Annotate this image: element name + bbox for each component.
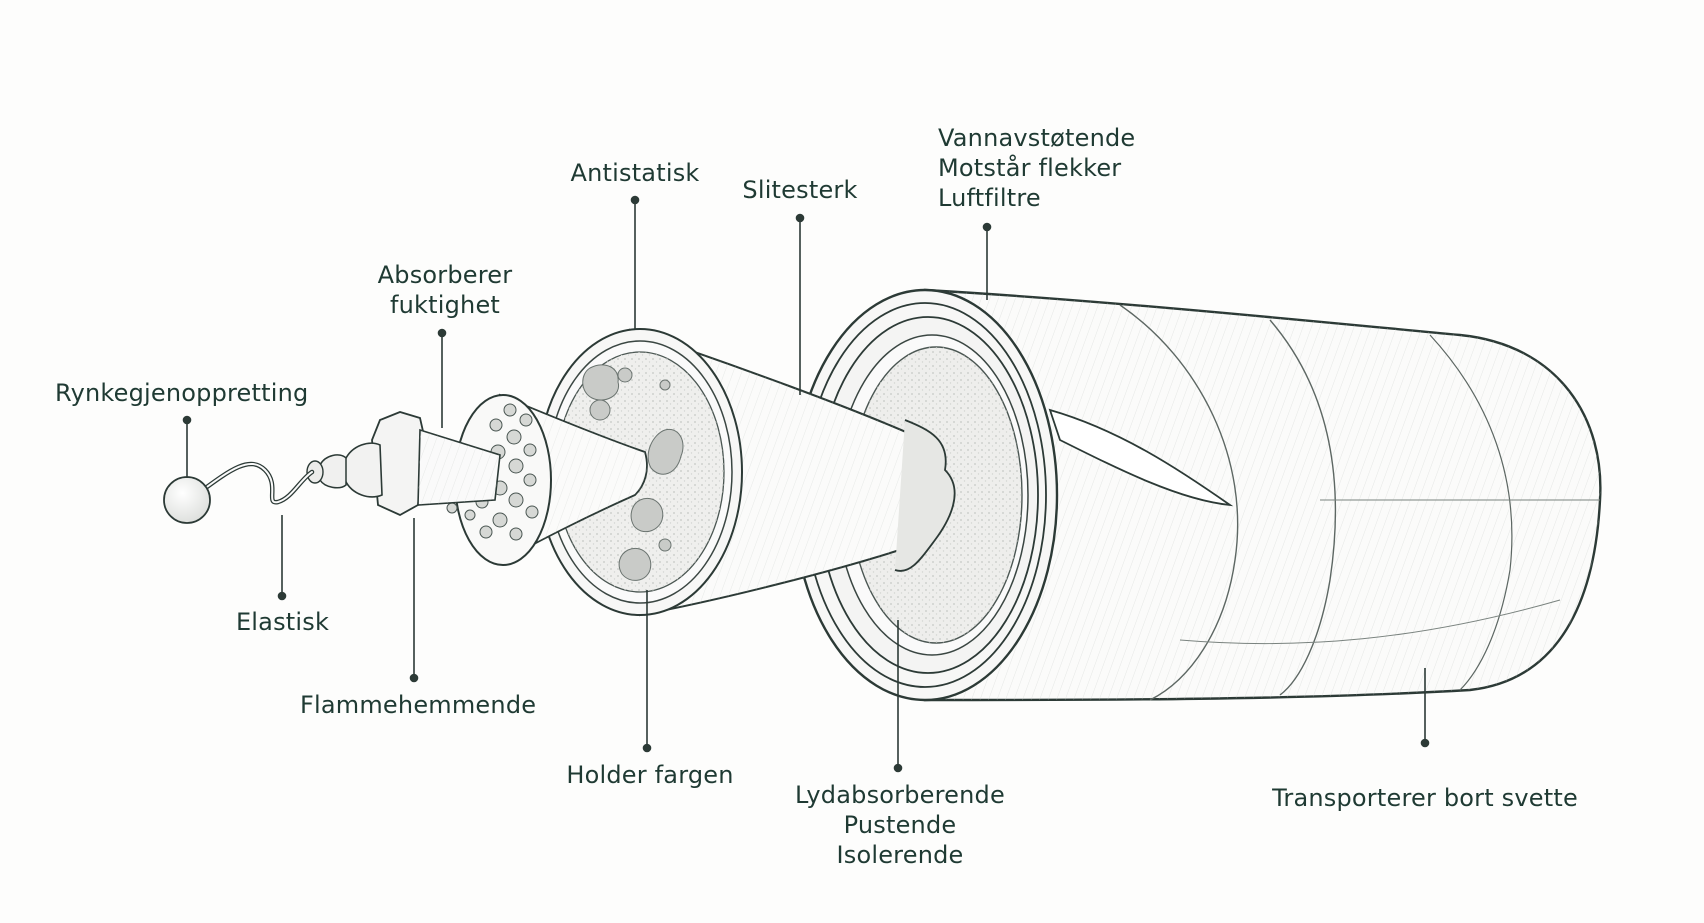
label-elastisk: Elastisk (235, 608, 330, 636)
label-antistatisk: Antistatisk (570, 159, 700, 187)
label-lydabsorberende: Lydabsorberende Pustende Isolerende (795, 781, 1005, 869)
label-transporterer-bort-svette: Transporterer bort svette (1272, 784, 1578, 812)
leader-lines (182, 195, 1430, 773)
label-slitesterk: Slitesterk (742, 176, 858, 204)
outer-cylinder (923, 288, 1602, 702)
label-flammehemmende: Flammehemmende (300, 691, 537, 719)
label-vannavstotende: Vannavstøtende Motstår flekker Luftfiltr… (938, 124, 1136, 212)
label-absorberer-fuktighet: Absorberer fuktighet (377, 261, 513, 319)
elastic-strand (163, 461, 315, 524)
label-rynkegjenoppretting: Rynkegjenoppretting (55, 379, 309, 407)
fibril (306, 411, 501, 517)
label-holder-fargen: Holder fargen (566, 761, 734, 789)
